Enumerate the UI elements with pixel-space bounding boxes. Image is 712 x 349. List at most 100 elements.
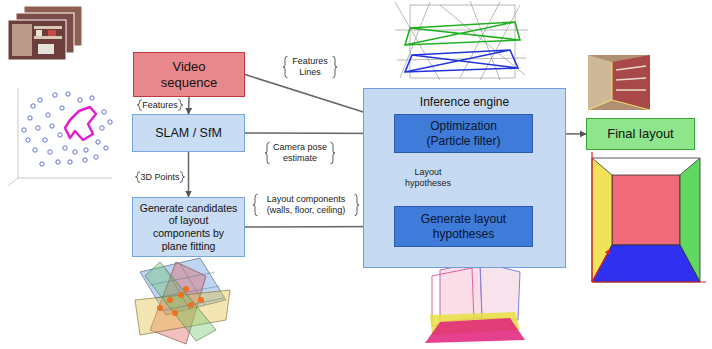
final-layout-photo xyxy=(588,62,650,110)
box-label: Optimization (Particle filter) xyxy=(409,119,518,148)
label-brace xyxy=(253,194,359,216)
edge-label: Features Lines xyxy=(288,56,332,78)
point-cloud xyxy=(53,93,57,97)
layout-hypotheses-render xyxy=(425,262,525,343)
point-cloud xyxy=(50,124,54,128)
process-box: Optimization (Particle filter) xyxy=(394,114,533,153)
process-box: Generate candidates of layout components… xyxy=(132,197,245,257)
video-frames xyxy=(34,26,62,29)
video-frames xyxy=(8,6,82,60)
label-brace xyxy=(137,100,183,111)
video-frames xyxy=(8,20,66,60)
point-cloud xyxy=(48,150,52,154)
output-box: Final layout xyxy=(586,118,695,150)
label-brace xyxy=(265,142,335,164)
wireframe-hypotheses xyxy=(405,22,520,45)
process-box: SLAM / SfM xyxy=(132,114,245,152)
edge-label: Layout components (walls, floor, ceiling… xyxy=(258,194,354,216)
point-cloud xyxy=(94,155,98,159)
wireframe-hypotheses xyxy=(395,1,528,80)
layout-hypotheses-render xyxy=(425,318,525,343)
wireframe-hypotheses xyxy=(395,1,528,80)
point-cloud xyxy=(68,160,72,164)
layout-hypotheses-render xyxy=(440,262,482,322)
edge-label: Layout hypotheses xyxy=(403,167,453,189)
group-heading: Inference engine xyxy=(364,95,565,109)
layout-hypotheses-render xyxy=(480,262,520,320)
edge-label: Camera pose estimate xyxy=(270,142,330,164)
point-cloud xyxy=(90,96,94,100)
point-cloud xyxy=(108,120,112,124)
layout-cube xyxy=(592,152,706,282)
point-cloud xyxy=(66,92,70,96)
group-panel: Inference engineOptimization (Particle f… xyxy=(363,88,566,268)
point-cloud xyxy=(8,88,112,186)
point-cloud xyxy=(63,146,67,150)
point-cloud xyxy=(36,126,40,130)
point-cloud xyxy=(43,138,47,142)
point-cloud xyxy=(78,98,82,102)
plane-fitting xyxy=(172,310,178,316)
wireframe-hypotheses xyxy=(405,50,518,72)
connector-arrow xyxy=(188,97,190,114)
video-frames xyxy=(38,44,54,54)
point-cloud xyxy=(60,106,64,110)
video-frames xyxy=(48,30,56,36)
point-cloud xyxy=(8,88,112,186)
plane-fitting xyxy=(183,286,189,292)
point-cloud xyxy=(28,116,32,120)
plane-fitting xyxy=(167,297,173,303)
point-cloud xyxy=(84,148,88,152)
layout-cube xyxy=(612,175,680,245)
point-cloud xyxy=(58,133,62,137)
plane-fitting xyxy=(150,264,224,311)
box-label: Generate candidates of layout components… xyxy=(139,202,238,252)
plane-fitting xyxy=(198,297,204,303)
video-frames xyxy=(36,30,42,36)
final-layout-photo xyxy=(588,55,650,110)
final-layout-photo xyxy=(588,55,650,110)
point-cloud xyxy=(26,138,30,142)
plane-fitting xyxy=(157,305,163,311)
point-cloud xyxy=(38,98,42,102)
point-cloud xyxy=(40,162,44,166)
edge-label: Features xyxy=(142,100,178,111)
point-cloud xyxy=(31,104,35,108)
video-frames xyxy=(12,24,32,56)
plane-fitting xyxy=(188,302,194,308)
plane-fitting xyxy=(157,286,204,316)
box-label: Final layout xyxy=(607,126,673,142)
point-cloud xyxy=(56,160,60,164)
point-cloud xyxy=(46,113,50,117)
point-cloud xyxy=(83,158,87,162)
connector-arrow xyxy=(188,152,190,197)
edge-label: 3D Points xyxy=(140,172,179,183)
point-cloud xyxy=(22,92,112,166)
point-cloud xyxy=(73,150,77,154)
label-brace xyxy=(135,172,184,183)
input-box: Video sequence xyxy=(133,52,245,97)
plane-fitting xyxy=(178,292,184,298)
layout-cube xyxy=(592,152,706,282)
box-label: Video sequence xyxy=(152,59,226,90)
point-cloud xyxy=(96,140,100,144)
layout-cube xyxy=(592,245,700,282)
point-cloud xyxy=(65,107,96,140)
video-frames xyxy=(34,36,62,39)
point-cloud xyxy=(102,110,106,114)
point-cloud xyxy=(33,148,37,152)
box-label: SLAM / SfM xyxy=(155,126,222,141)
final-layout-photo xyxy=(616,66,646,90)
layout-cube xyxy=(592,158,700,159)
plane-fitting xyxy=(135,258,230,344)
point-cloud xyxy=(100,126,104,130)
point-cloud xyxy=(22,128,26,132)
label-brace xyxy=(283,56,337,78)
process-box: Generate layout hypotheses xyxy=(394,206,533,247)
box-label: Generate layout hypotheses xyxy=(409,212,518,241)
point-cloud xyxy=(104,146,108,150)
